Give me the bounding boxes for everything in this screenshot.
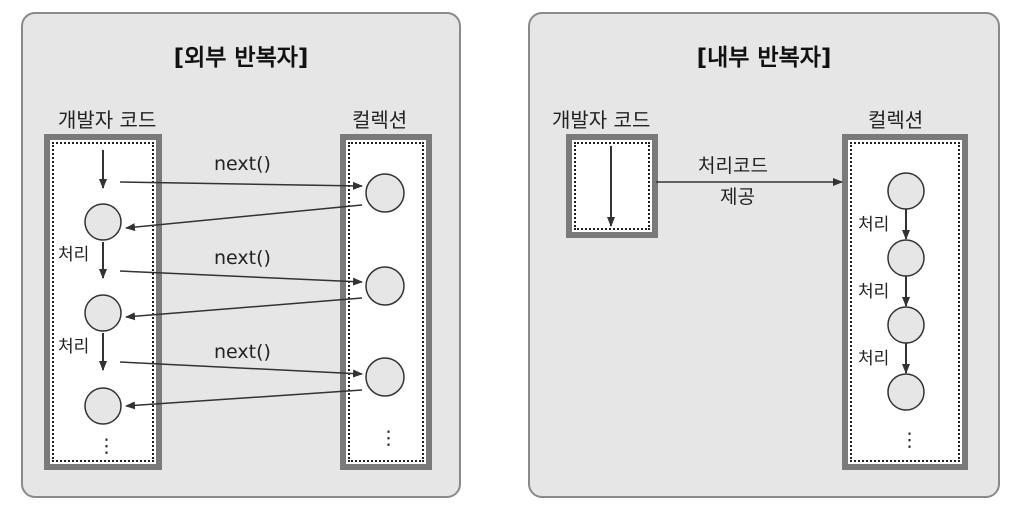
internal-ellipsis: ⋮: [900, 429, 919, 451]
internal-iterator-title: [내부 반복자]: [696, 45, 832, 71]
dev-ellipsis: ⋮: [97, 435, 116, 457]
next-label-2: next(): [214, 247, 271, 269]
next-label-1: next(): [214, 153, 271, 175]
next-label-3: next(): [214, 341, 271, 363]
process-label-2: 처리: [58, 337, 89, 357]
internal-collection-node-3: [887, 306, 925, 344]
external-developer-code-label: 개발자 코드: [58, 108, 157, 132]
internal-developer-code-label: 개발자 코드: [552, 108, 651, 132]
collection-node-1: [365, 173, 405, 213]
dev-node-2: [84, 294, 122, 332]
internal-collection-node-4: [887, 373, 925, 411]
next-request-arrow-1: [119, 181, 363, 190]
dev-node-3: [84, 387, 122, 425]
internal-collection-node-2: [887, 239, 925, 277]
element-return-arrow-2: [125, 297, 363, 321]
element-return-arrow-1: [125, 204, 363, 232]
external-collection-label: 컬렉션: [352, 108, 408, 132]
provide-code-label-line2: 제공: [720, 186, 755, 208]
internal-process-label-2: 처리: [858, 282, 889, 302]
next-request-arrow-3: [119, 361, 363, 378]
internal-collection-label: 컬렉션: [868, 108, 924, 132]
collection-node-2: [365, 266, 405, 306]
external-iterator-title: [외부 반복자]: [173, 45, 309, 71]
provide-code-label-line1: 처리코드: [698, 155, 768, 177]
internal-process-label-1: 처리: [858, 215, 889, 235]
internal-collection-node-1: [887, 172, 925, 210]
element-return-arrow-3: [125, 389, 363, 410]
next-request-arrow-2: [119, 270, 363, 286]
internal-process-label-3: 처리: [858, 349, 889, 369]
dev-node-1: [84, 203, 122, 241]
collection-ellipsis: ⋮: [379, 427, 398, 449]
process-label-1: 처리: [58, 245, 89, 265]
collection-node-3: [365, 357, 405, 397]
